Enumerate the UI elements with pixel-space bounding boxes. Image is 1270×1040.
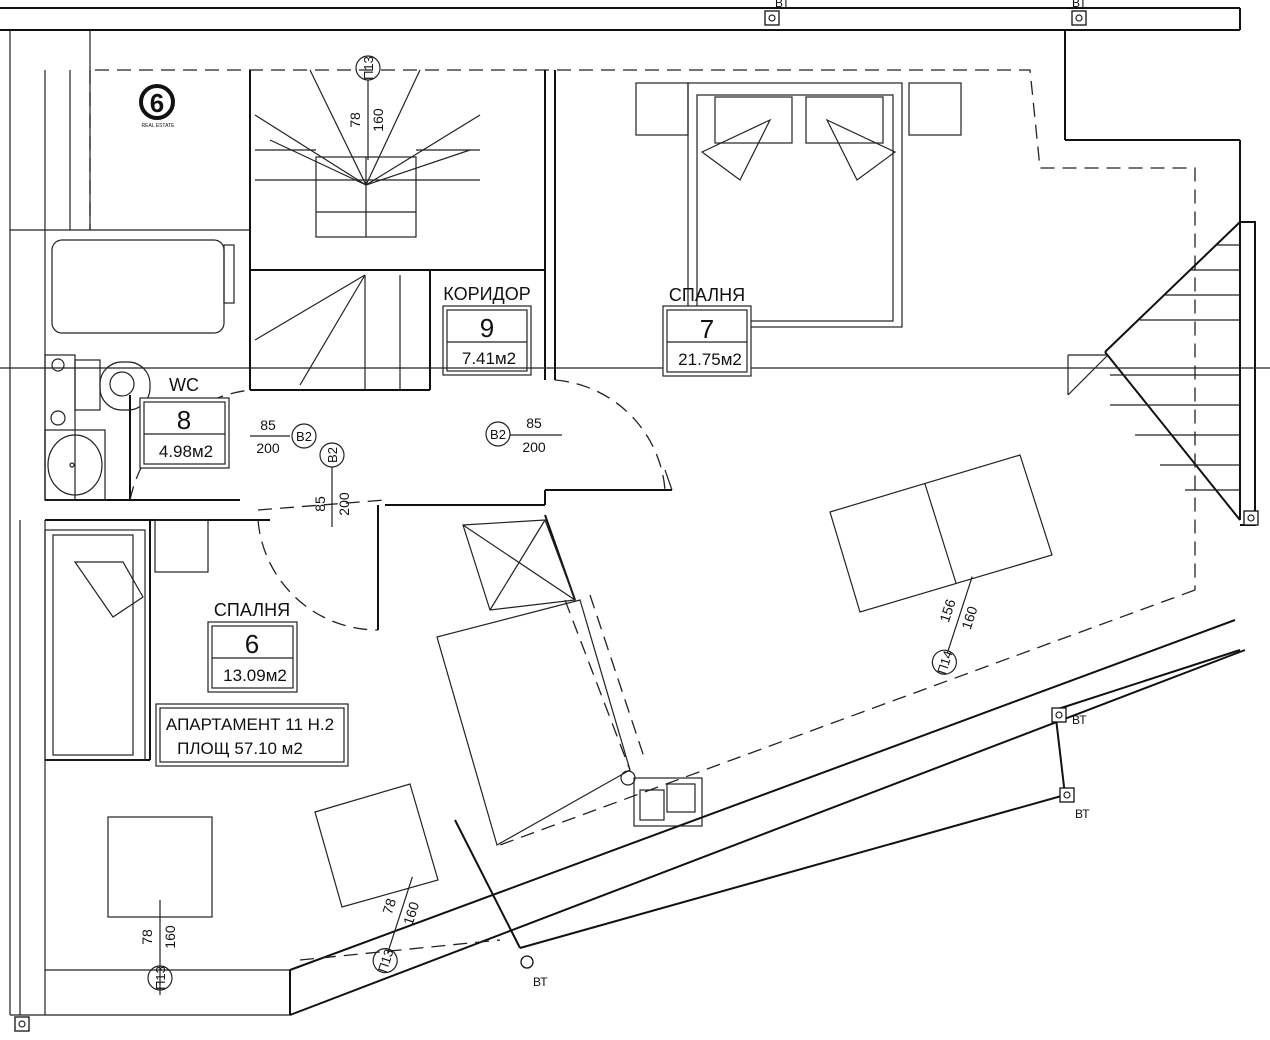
double-bed (687, 82, 903, 328)
room-name: WC (169, 375, 199, 395)
window-height: 160 (370, 108, 386, 132)
chimney (620, 770, 703, 827)
window-code: П13 (375, 947, 397, 974)
apartment-area: ПЛОЩ 57.10 м2 (177, 739, 303, 758)
room-area: 7.41м2 (462, 349, 516, 368)
room-number: 9 (480, 313, 494, 343)
door-width: 85 (312, 496, 328, 512)
window-width: 156 (936, 597, 959, 624)
door-tag: 85 200 В2 (250, 417, 317, 456)
room-number: 7 (700, 314, 714, 344)
door-tag: В2 85 200 (312, 442, 352, 527)
room-wc: WC 8 4.98м2 (139, 375, 230, 469)
nightstand-right (908, 82, 962, 136)
room-bedroom-6: СПАЛНЯ 6 13.09м2 (207, 600, 298, 693)
window-width: 78 (379, 896, 399, 916)
window-code: П13 (361, 56, 376, 80)
vt-marker: ВТ (520, 955, 548, 989)
door-width: 85 (260, 417, 276, 433)
window-width: 78 (139, 929, 155, 945)
outer-walls (0, 7, 1246, 1016)
room-area: 21.75м2 (678, 350, 742, 369)
vt-label: ВТ (1075, 807, 1090, 821)
window-tag: 78 160 П13 (372, 876, 423, 974)
room-name: СПАЛНЯ (214, 600, 290, 620)
window-code: П13 (153, 966, 168, 990)
door-swings (129, 379, 673, 631)
window-tag: 78 160 П13 (139, 900, 178, 995)
door-height: 200 (522, 439, 546, 455)
window-height: 160 (400, 900, 423, 927)
logo: 6 REAL ESTATE (139, 84, 176, 129)
vt-marker (14, 1016, 30, 1032)
wardrobe (462, 519, 576, 611)
vt-marker (1243, 510, 1259, 526)
room-number: 6 (245, 629, 259, 659)
apartment-label: АПАРТАМЕНТ 11 Н.2 ПЛОЩ 57.10 м2 (155, 703, 349, 767)
window-width: 78 (347, 112, 363, 128)
room-area: 4.98м2 (159, 442, 213, 461)
staircase (254, 69, 481, 390)
window-code: П14 (934, 649, 956, 676)
vt-label: ВТ (775, 0, 790, 10)
window-tag: 78 160 П13 (347, 55, 386, 160)
door-code: В2 (296, 429, 312, 444)
room-number: 8 (177, 405, 191, 435)
room-corridor: КОРИДОР 9 7.41м2 (442, 284, 532, 376)
window-height: 160 (162, 925, 178, 949)
sofa (829, 454, 1053, 613)
platform (436, 599, 631, 846)
vt-label: ВТ (533, 975, 548, 989)
vt-marker: ВТ (764, 0, 790, 26)
room-name: СПАЛНЯ (669, 285, 745, 305)
nightstand-left (635, 82, 689, 136)
vt-marker: ВТ (1071, 0, 1087, 26)
table (314, 783, 439, 908)
window-height: 160 (958, 604, 981, 631)
apartment-title: АПАРТАМЕНТ 11 Н.2 (166, 715, 334, 734)
door-tag: В2 85 200 (485, 415, 562, 455)
interior-walls (45, 70, 672, 761)
vt-label: ВТ (1072, 0, 1087, 10)
vt-label: ВТ (1072, 713, 1087, 727)
room-bedroom-7: СПАЛНЯ 7 21.75м2 (662, 285, 752, 377)
vt-marker: ВТ (1051, 707, 1087, 727)
roof-lines (89, 69, 1196, 961)
room-area: 13.09м2 (223, 666, 287, 685)
door-code: В2 (325, 447, 340, 463)
door-height: 200 (336, 492, 352, 516)
single-bed (44, 529, 146, 761)
logo-mark: 6 (150, 88, 164, 118)
door-height: 200 (256, 440, 280, 456)
vt-marker: ВТ (1059, 787, 1090, 821)
door-width: 85 (526, 415, 542, 431)
door-code: В2 (490, 427, 506, 442)
window-tag: 156 160 П14 (931, 576, 981, 676)
bathroom-fixtures (44, 239, 235, 501)
room-name: КОРИДОР (443, 284, 530, 304)
logo-caption: REAL ESTATE (142, 123, 176, 129)
side-staircase (1067, 221, 1256, 526)
nightstand (154, 519, 209, 573)
